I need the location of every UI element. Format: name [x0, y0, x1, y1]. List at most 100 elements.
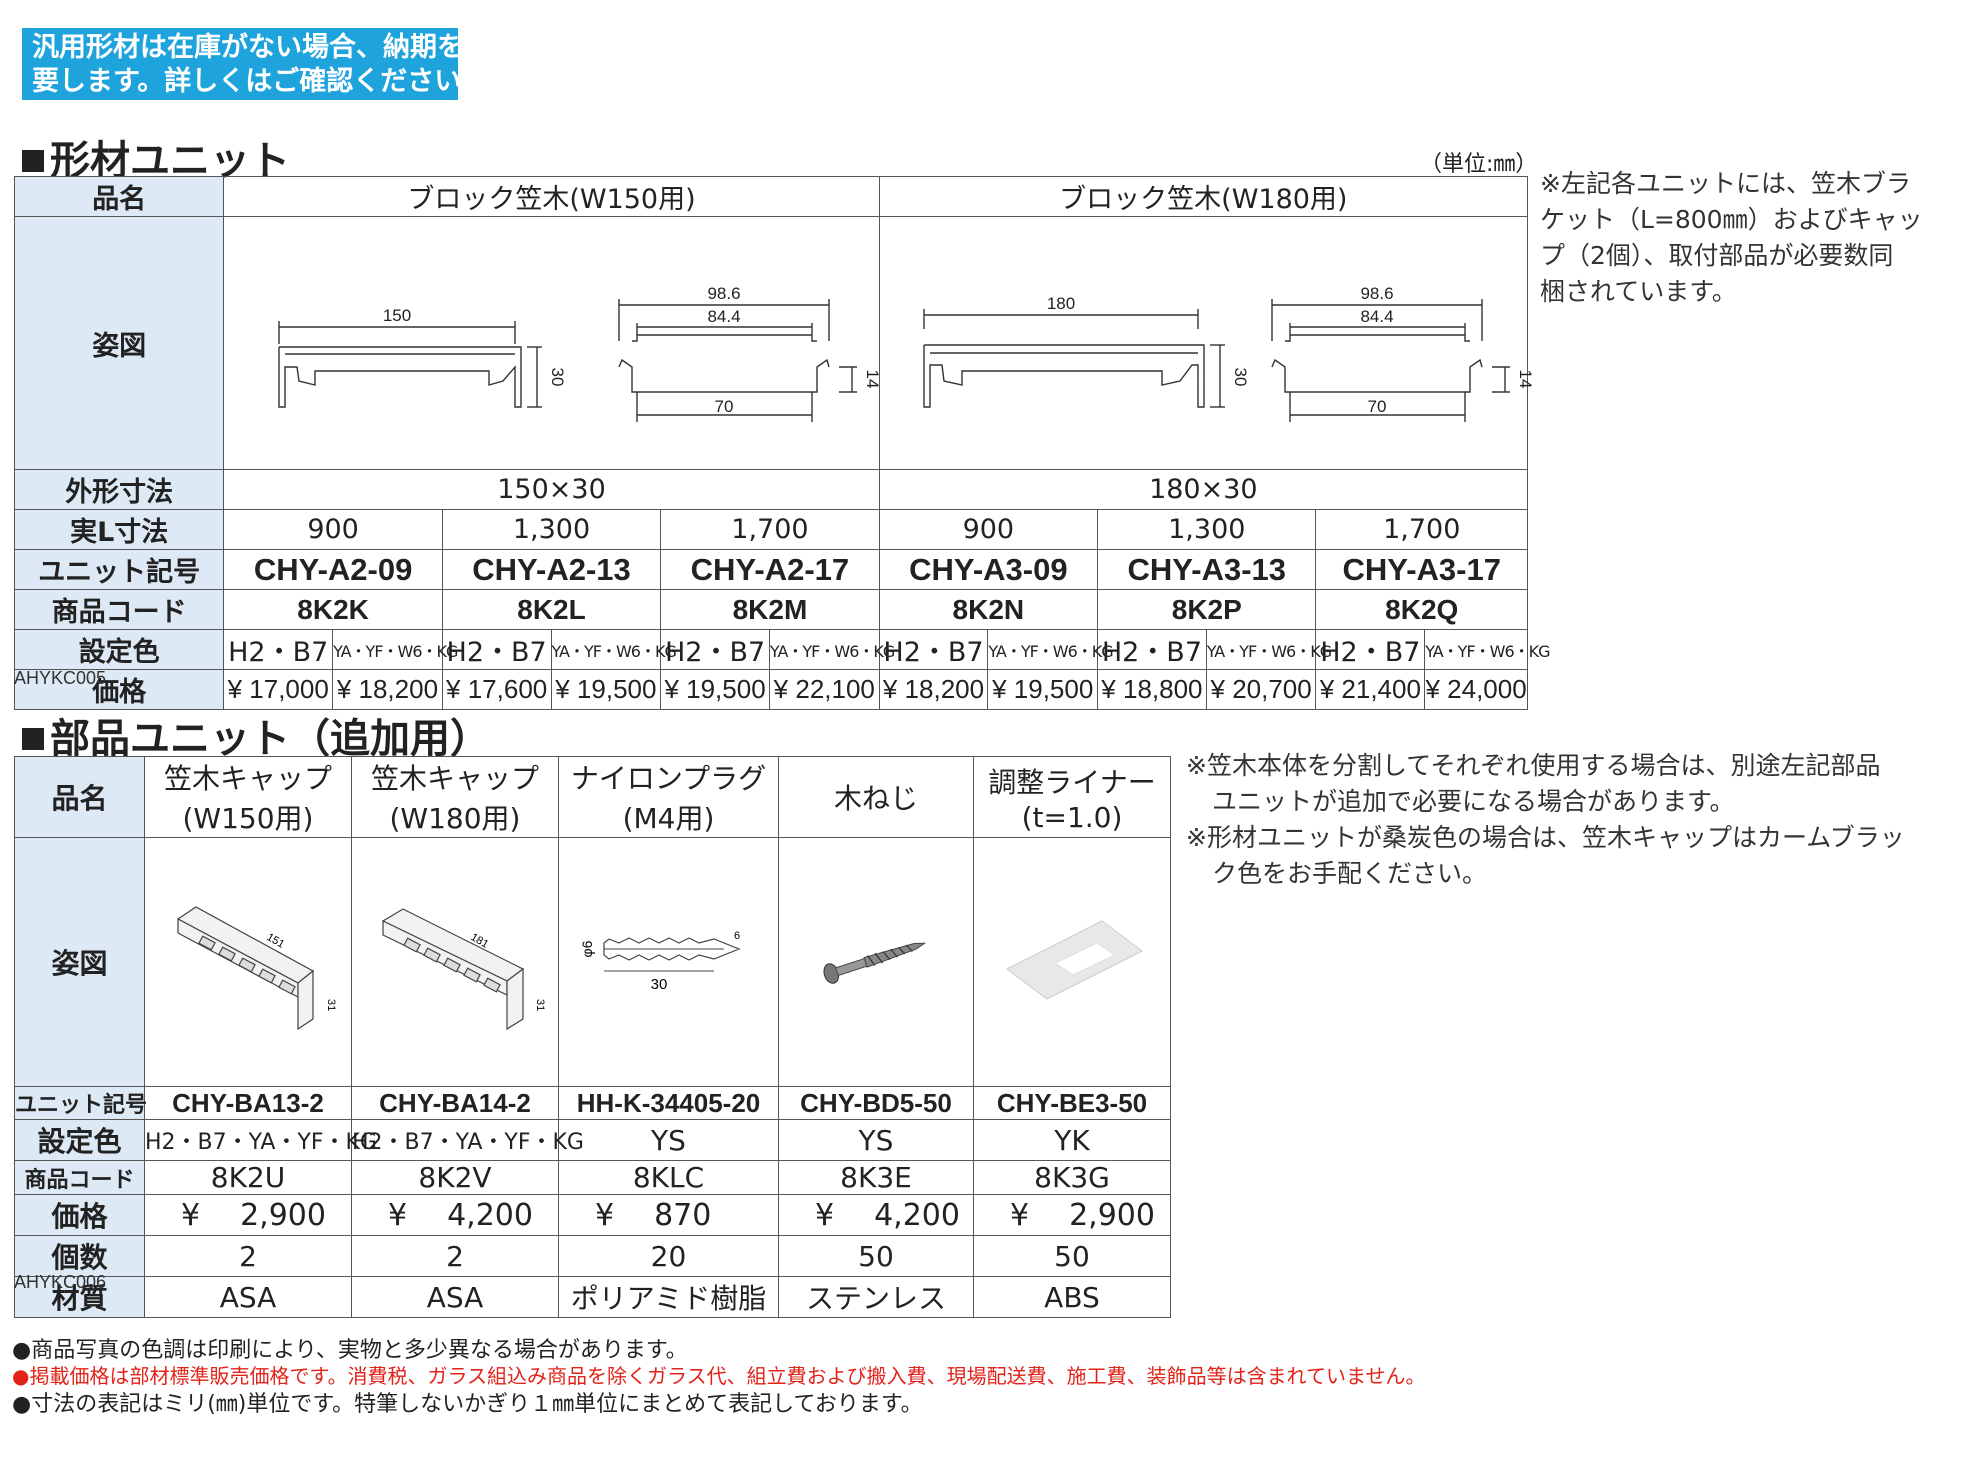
length-cell: 1,300	[441, 509, 662, 550]
color-cell: H2・B7・YA・YF・KG	[351, 1119, 584, 1161]
unit-code-cell: CHY-BA13-2	[144, 1086, 352, 1120]
price-cell: ¥870	[558, 1194, 779, 1236]
color-cell: H2・B7	[441, 629, 552, 670]
qty-cell: 2	[144, 1235, 352, 1277]
outer-w150: 150×30	[223, 469, 880, 510]
item-name: 木ねじ	[778, 756, 974, 838]
price-cell: ¥ 17,600	[441, 669, 552, 710]
unit-code-cell: CHY-A3-17	[1315, 549, 1528, 590]
item-name: 調整ライナー(t=1.0)	[973, 756, 1171, 838]
label-price: 価格	[14, 1194, 145, 1236]
section2-side-note: ※笠木本体を分割してそれぞれ使用する場合は、別途左記部品 ユニットが追加で必要に…	[1186, 751, 1905, 888]
unit-code-cell: CHY-A3-09	[878, 549, 1099, 590]
label-figure: 姿図	[14, 837, 145, 1087]
product-code-cell: 8K2V	[351, 1160, 559, 1195]
length-cell: 900	[878, 509, 1099, 550]
product-code-cell: 8KLC	[558, 1160, 779, 1195]
dim-w2-w150: 84.4	[707, 307, 740, 326]
qty-cell: 50	[973, 1235, 1171, 1277]
stock-notice-line1: 汎用形材は在庫がない場合、納期を	[32, 32, 464, 63]
color-cell: YS	[558, 1119, 779, 1161]
dim-width-w150: 150	[382, 306, 410, 325]
length-cell: 900	[223, 509, 443, 550]
color-cell: H2・B7	[1315, 629, 1426, 670]
figure-shim-liner	[973, 837, 1171, 1087]
dim-w1-w150: 98.6	[707, 284, 740, 303]
unit-note: （単位:㎜）	[1420, 152, 1538, 177]
dim-height-w150: 30	[548, 368, 567, 387]
material-cell: ASA	[351, 1276, 559, 1318]
shim-liner-drawing	[1006, 919, 1143, 1000]
product-code-cell: 8K2Q	[1315, 589, 1528, 630]
unit-code-cell: CHY-A3-13	[1097, 549, 1317, 590]
unit-code-cell: CHY-BA14-2	[351, 1086, 559, 1120]
qty-cell: 50	[778, 1235, 974, 1277]
dim-b-w180: 70	[1367, 397, 1386, 416]
color-cell: H2・B7	[223, 629, 334, 670]
qty-cell: 2	[351, 1235, 559, 1277]
stock-notice-line2: 要します。詳しくはご確認ください。	[32, 66, 489, 97]
item-name: ナイロンプラグ(M4用)	[558, 756, 779, 838]
cap-w180-drawing: 181 31	[381, 907, 546, 1030]
price-cell: ¥ 19,500	[550, 669, 662, 710]
color-cell: H2・B7	[1097, 629, 1207, 670]
code-label-2: AHYKC006	[14, 1272, 107, 1292]
label-outer: 外形寸法	[13, 469, 225, 510]
dim-width-w180: 180	[1046, 294, 1074, 313]
cap-w150-drawing: 151 31	[176, 905, 337, 1030]
unit-code-cell: CHY-A2-17	[660, 549, 880, 590]
figure-cap-w180: 181 31	[351, 837, 559, 1087]
profile-unit-table: 品名 ブロック笠木(W150用) ブロック笠木(W180用) 姿図	[13, 176, 1551, 710]
price-cell: ¥ 18,200	[878, 669, 989, 710]
unit-code-cell: CHY-A2-09	[223, 549, 443, 590]
dim-b-w150: 70	[714, 397, 733, 416]
price-cell: ¥ 20,700	[1205, 669, 1317, 710]
price-cell: ¥ 17,000	[223, 669, 334, 710]
plug-length: 30	[650, 976, 667, 993]
nylon-plug-drawing: φ6 30 6	[579, 930, 741, 993]
stock-notice: 汎用形材は在庫がない場合、納期を 要します。詳しくはご確認ください。	[22, 28, 489, 100]
color-cell: YA・YF・W6・KG	[987, 629, 1114, 670]
item-name: 笠木キャップ(W180用)	[351, 756, 559, 838]
cap-w150-height: 31	[325, 999, 337, 1011]
label-color: 設定色	[13, 629, 225, 670]
item-name: 笠木キャップ(W150用)	[144, 756, 352, 838]
outer-w180: 180×30	[878, 469, 1529, 510]
label-length: 実L寸法	[13, 509, 225, 550]
length-cell: 1,700	[660, 509, 880, 550]
label-name: 品名	[14, 756, 145, 838]
price-cell: ¥ 24,000	[1424, 669, 1528, 710]
dim-height-w180: 30	[1231, 368, 1250, 387]
label-color: 設定色	[14, 1119, 145, 1161]
material-cell: ポリアミド樹脂	[558, 1276, 779, 1318]
color-cell: H2・B7・YA・YF・KG	[144, 1119, 377, 1161]
wood-screw-drawing	[823, 942, 927, 984]
color-cell: YA・YF・W6・KG	[550, 629, 677, 670]
group-name-w150: ブロック笠木(W150用)	[223, 176, 880, 217]
figure-wood-screw	[778, 837, 974, 1087]
plug-diameter: φ6	[579, 940, 595, 957]
product-code-cell: 8K2K	[223, 589, 443, 630]
price-cell: ¥4,200	[351, 1194, 559, 1236]
label-name: 品名	[13, 176, 225, 217]
dim-w2-w180: 84.4	[1360, 307, 1393, 326]
color-cell: YK	[973, 1119, 1171, 1161]
color-cell: H2・B7	[878, 629, 989, 670]
figure-nylon-plug: φ6 30 6	[558, 837, 779, 1087]
product-code-cell: 8K3E	[778, 1160, 974, 1195]
color-cell: YA・YF・W6・KG	[332, 629, 458, 670]
price-cell: ¥ 18,200	[332, 669, 443, 710]
profile-drawing-w150: 150 30 98.6 84.4 14 70	[277, 284, 882, 422]
color-cell: YA・YF・W6・KG	[768, 629, 895, 670]
product-code-cell: 8K2U	[144, 1160, 352, 1195]
material-cell: ABS	[973, 1276, 1171, 1318]
color-cell: YS	[778, 1119, 974, 1161]
unit-code-cell: CHY-BE3-50	[973, 1086, 1171, 1120]
color-cell: YA・YF・W6・KG	[1205, 629, 1332, 670]
unit-code-cell: HH-K-34405-20	[558, 1086, 779, 1120]
figure-w150: 150 30 98.6 84.4 14 70	[223, 216, 882, 470]
figure-cap-w150: 151 31	[144, 837, 352, 1087]
code-label-1: AHYKC005	[14, 668, 107, 688]
product-code-cell: 8K2L	[441, 589, 662, 630]
price-cell: ¥ 18,800	[1097, 669, 1207, 710]
